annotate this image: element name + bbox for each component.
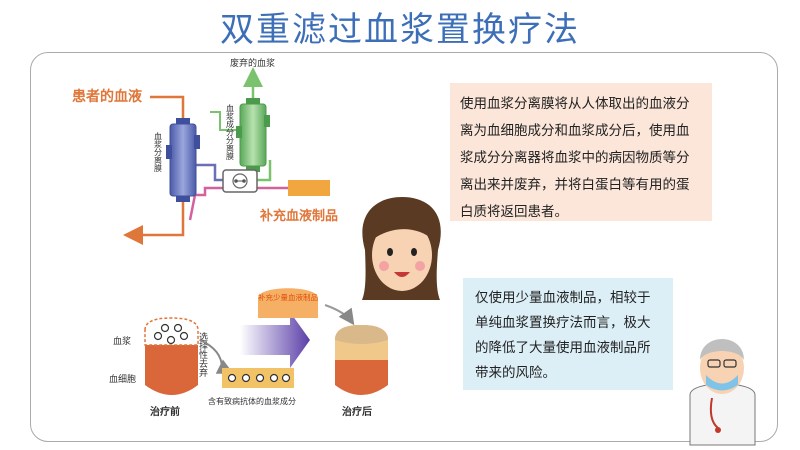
girl-avatar: [362, 197, 441, 300]
membrane2-label: 血浆成分分离膜: [226, 103, 235, 161]
after-treatment-container: [335, 325, 388, 395]
membrane1-label: 血浆分离膜: [154, 131, 163, 173]
blood-cell-label: 血细胞: [109, 373, 136, 385]
plasma-to-filter-line: [255, 160, 272, 182]
before-label: 治疗前: [150, 405, 180, 418]
process-arrow: [240, 312, 310, 368]
supplement-label: 补充血液制品: [259, 208, 338, 224]
antibody-label: 含有致病抗体的血浆成分: [208, 396, 296, 406]
pump-icon: [222, 169, 258, 193]
plasma-component-membrane: [236, 98, 270, 172]
plasma-label: 血浆: [113, 335, 131, 347]
small-supplement-bag: [258, 288, 318, 318]
page-title: 双重滤过血浆置换疗法: [220, 10, 580, 50]
after-label: 治疗后: [342, 405, 372, 418]
patient-blood-label: 患者的血液: [72, 88, 143, 105]
explanation-box-1: 使用血浆分离膜将从人体取出的血液分离为血细胞成分和血浆成分后，使用血浆成分分离器…: [450, 83, 712, 221]
waste-plasma-label: 废弃的血浆: [230, 57, 275, 69]
selective-discard-label: 选择性去弃: [197, 331, 208, 378]
small-supplement-label: 补充少量血液制品: [258, 292, 318, 302]
supplement-bag: [288, 180, 330, 196]
blood-inflow-line: [150, 95, 185, 122]
doctor-avatar: [689, 339, 756, 446]
blood-return-line: [123, 200, 185, 245]
plasma-separation-membrane: [166, 118, 200, 202]
before-treatment-container: [144, 317, 199, 395]
plasma-line: [195, 163, 225, 182]
explanation-box-2: 仅使用少量血液制品，相较于单纯血浆置换疗法而言，极大的降低了大量使用血液制品所带…: [463, 278, 673, 390]
